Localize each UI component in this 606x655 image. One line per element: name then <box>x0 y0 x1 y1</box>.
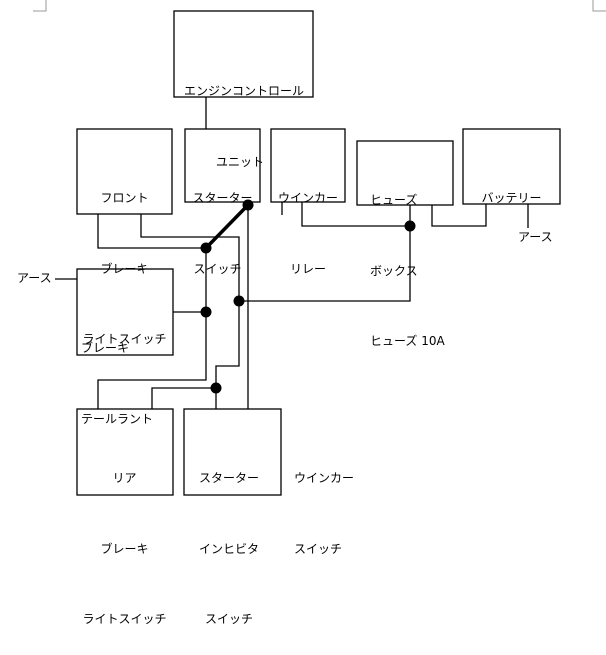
wire-to-fuse-node <box>239 226 411 302</box>
fuse-box-label-line: ヒューズ 10A <box>370 334 445 348</box>
wire-front-brake-right <box>140 214 240 301</box>
ecu-box <box>173 10 314 98</box>
starter-switch-label: スターター スイッチ <box>185 140 260 305</box>
starter-switch-label-line: スイッチ <box>193 261 242 276</box>
fuse-box-label-line: ボックス <box>370 263 418 278</box>
fuse-box-label-line: ヒューズ <box>370 193 418 207</box>
brake-tail-lamp-label-line: テールラント <box>81 411 154 426</box>
starter-inhibitor-switch-label: スターター インヒビタ スイッチ <box>184 420 274 655</box>
brake-tail-lamp-box <box>76 268 174 356</box>
winker-relay-box <box>270 128 346 203</box>
fuse-box-label: ヒューズ ボックス ヒューズ 10A <box>370 142 445 377</box>
fuse-box-box <box>356 140 454 206</box>
page-corner-mark-right <box>592 0 606 12</box>
front-brake-switch-label-line: ブレーキ <box>100 261 149 276</box>
rear-brake-switch-box <box>76 408 174 496</box>
battery-label-line: バッテリー <box>481 191 542 205</box>
starter-inhibitor-switch-label-line: インヒビタ <box>198 541 259 556</box>
rear-brake-switch-label-line: ライトスイッチ <box>82 612 167 626</box>
wire-front-brake-left <box>97 214 206 249</box>
junction-node <box>200 242 212 254</box>
brake-tail-lamp-label-line: ブレーキ <box>81 341 130 355</box>
wire-rear-brake-right <box>151 387 216 409</box>
winker-relay-label-line: リレー <box>289 261 326 276</box>
ecu-label-line: エンジンコントロール <box>183 84 304 98</box>
wire-fuse-to-battery <box>431 204 487 227</box>
wire-to-inhibitor-left <box>215 301 240 409</box>
junction-node <box>242 199 254 211</box>
junction-node <box>200 306 212 318</box>
battery-label: バッテリー <box>463 140 560 234</box>
wiring-diagram <box>33 0 606 496</box>
front-brake-switch-label: フロント ブレーキ ライトスイッチ <box>77 140 172 375</box>
junction-node <box>233 295 245 307</box>
starter-switch-label-line: スターター <box>192 191 253 205</box>
winker-switch-label-line: ウインカー <box>294 471 355 485</box>
battery-box <box>462 128 561 205</box>
junction-node <box>210 382 222 394</box>
rear-brake-switch-label-line: リア <box>112 471 137 485</box>
wire-winker-relay-to-fuse <box>301 202 410 227</box>
page-corner-mark-left <box>33 0 47 12</box>
front-brake-switch-box <box>76 128 173 215</box>
winker-switch-label-line: スイッチ <box>294 541 343 556</box>
ecu-label-line: ユニット <box>215 154 264 169</box>
ecu-label: エンジンコントロール ユニット <box>176 33 312 198</box>
winker-relay-label-line: ウインカー <box>277 191 338 205</box>
battery-ground-label: アース <box>518 230 553 244</box>
starter-inhibitor-switch-label-line: スターター <box>198 471 259 485</box>
front-brake-switch-label-line: ライトスイッチ <box>82 332 167 346</box>
winker-relay-label: ウインカー リレー <box>268 140 348 305</box>
tail-lamp-ground-label: アース <box>17 271 52 285</box>
starter-switch-contact <box>204 203 250 250</box>
starter-switch-box <box>184 128 261 203</box>
starter-inhibitor-switch-label-line: スイッチ <box>204 612 253 626</box>
rear-brake-switch-label-line: ブレーキ <box>100 541 149 556</box>
front-brake-switch-label-line: フロント <box>100 191 149 205</box>
rear-brake-switch-label: リア ブレーキ ライトスイッチ <box>77 420 172 655</box>
winker-switch-label: ウインカー スイッチ <box>294 420 354 585</box>
brake-tail-lamp-label: ブレーキ テールラント <box>81 290 153 455</box>
junction-node <box>404 220 416 232</box>
starter-inhibitor-switch-box <box>183 408 282 496</box>
